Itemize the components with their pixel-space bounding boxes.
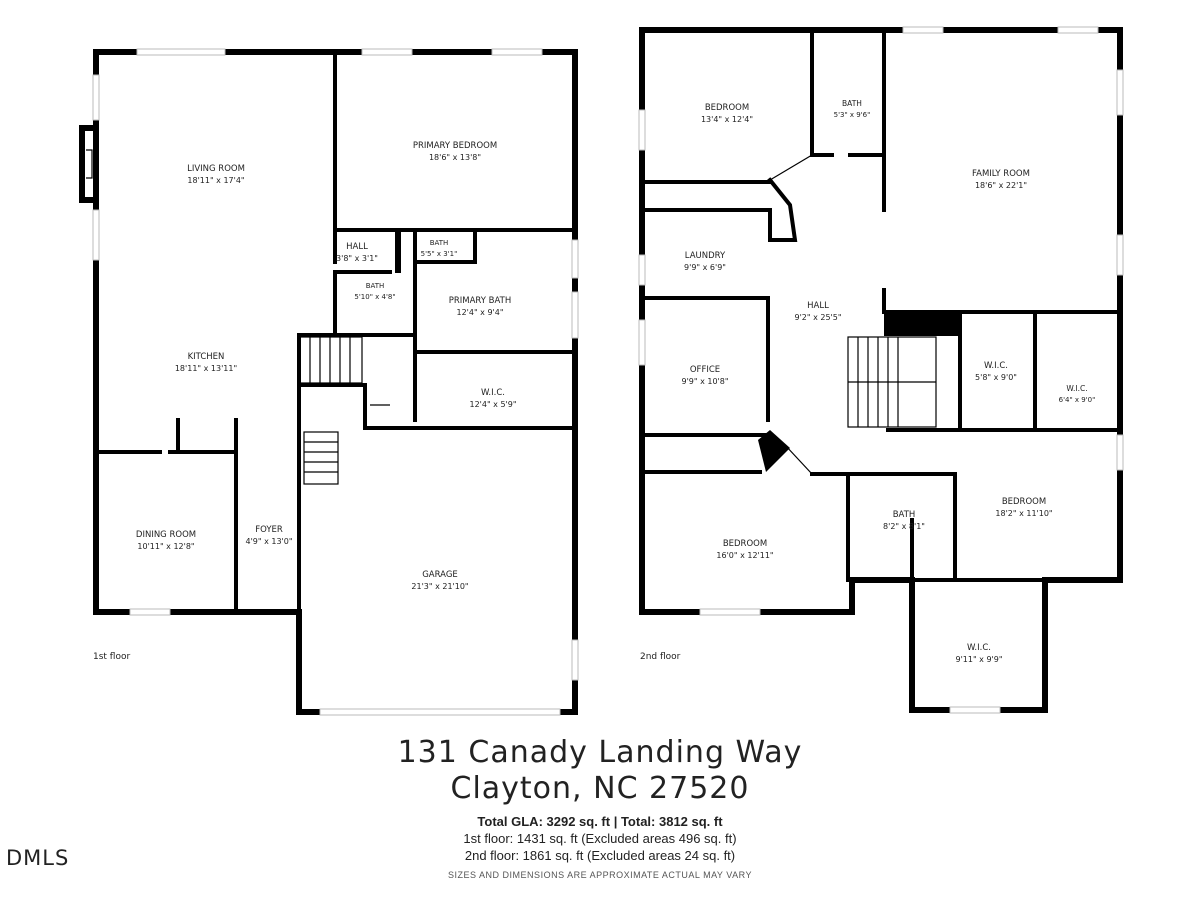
wic-s-dims: 9'11" x 9'9" xyxy=(955,655,1002,664)
address-line-1: 131 Canady Landing Way xyxy=(397,735,803,770)
window xyxy=(136,48,226,56)
garage-name: GARAGE xyxy=(422,570,458,580)
foyer-dims: 4'9" x 13'0" xyxy=(245,537,292,546)
kitchen-dims: 18'11" x 13'11" xyxy=(175,364,237,373)
window xyxy=(1057,26,1099,34)
foyer-name: FOYER xyxy=(255,525,283,535)
window xyxy=(491,48,543,56)
fireplace xyxy=(79,125,99,203)
bath-n-name: BATH xyxy=(842,99,862,108)
first-floor-plan: LIVING ROOM 18'11" x 17'4" PRIMARY BEDRO… xyxy=(79,48,579,716)
second-floor-area: 2nd floor: 1861 sq. ft (Excluded areas 2… xyxy=(464,848,736,863)
bedroom-nw-name: BEDROOM xyxy=(705,103,749,113)
window xyxy=(361,48,413,56)
hall-dims: 3'8" x 3'1" xyxy=(336,254,378,263)
hall-2-dims: 9'2" x 25'5" xyxy=(794,313,841,322)
primary-bedroom-name: PRIMARY BEDROOM xyxy=(413,141,497,151)
floor2-exterior-wall xyxy=(639,27,1123,713)
laundry-name: LAUNDRY xyxy=(685,251,726,261)
chase xyxy=(884,310,962,336)
window xyxy=(638,109,646,151)
window xyxy=(1116,69,1124,116)
window xyxy=(319,708,561,716)
window xyxy=(638,254,646,286)
window xyxy=(571,239,579,279)
bedroom-e-dims: 18'2" x 11'10" xyxy=(995,509,1052,518)
bath-n-dims: 5'3" x 9'6" xyxy=(834,111,871,119)
laundry-dims: 9'9" x 6'9" xyxy=(684,263,726,272)
hall-2-name: HALL xyxy=(807,301,829,311)
window xyxy=(638,319,646,366)
office-name: OFFICE xyxy=(690,365,720,375)
window xyxy=(571,639,579,681)
wic-a-name: W.I.C. xyxy=(984,361,1008,371)
primary-bedroom-dims: 18'6" x 13'8" xyxy=(429,153,481,162)
bath-s-name: BATH xyxy=(893,510,916,520)
dining-room-name: DINING ROOM xyxy=(136,530,196,540)
living-room-name: LIVING ROOM xyxy=(187,164,245,174)
first-floor-area: 1st floor: 1431 sq. ft (Excluded areas 4… xyxy=(463,831,737,846)
garage-dims: 21'3" x 21'10" xyxy=(411,582,468,591)
bath-s-dims: 8'2" x 8'1" xyxy=(883,522,925,531)
kitchen-name: KITCHEN xyxy=(188,352,225,362)
bath2-dims: 5'10" x 4'8" xyxy=(354,293,395,301)
window xyxy=(129,608,171,616)
wic-name: W.I.C. xyxy=(481,388,505,398)
window xyxy=(571,291,579,339)
column xyxy=(758,430,790,472)
family-room-name: FAMILY ROOM xyxy=(972,169,1030,179)
second-floor-label: 2nd floor xyxy=(640,652,681,662)
bedroom-sw-dims: 16'0" x 12'11" xyxy=(716,551,773,560)
window xyxy=(949,706,1001,714)
primary-bath-name: PRIMARY BATH xyxy=(449,296,512,306)
office-dims: 9'9" x 10'8" xyxy=(681,377,728,386)
window xyxy=(1116,234,1124,276)
window xyxy=(92,74,100,121)
window xyxy=(902,26,944,34)
second-floor-plan: BEDROOM 13'4" x 12'4" BATH 5'3" x 9'6" F… xyxy=(638,26,1124,714)
bedroom-sw-name: BEDROOM xyxy=(723,539,767,549)
total-gla: Total GLA: 3292 sq. ft | Total: 3812 sq.… xyxy=(477,814,723,829)
wic-dims: 12'4" x 5'9" xyxy=(469,400,516,409)
listing-footer: 131 Canady Landing Way Clayton, NC 27520… xyxy=(0,735,1200,880)
bedroom-e-name: BEDROOM xyxy=(1002,497,1046,507)
dmls-logo: DMLS xyxy=(6,846,70,870)
disclaimer: SIZES AND DIMENSIONS ARE APPROXIMATE ACT… xyxy=(448,870,752,880)
wic-s-name: W.I.C. xyxy=(967,643,991,653)
bath2-name: BATH xyxy=(366,282,385,290)
primary-bath-dims: 12'4" x 9'4" xyxy=(456,308,503,317)
stairs xyxy=(299,336,390,485)
dining-room-dims: 10'11" x 12'8" xyxy=(137,542,194,551)
window xyxy=(92,209,100,261)
wic-b-name: W.I.C. xyxy=(1066,384,1087,393)
living-room-dims: 18'11" x 17'4" xyxy=(187,176,244,185)
hall-name: HALL xyxy=(346,242,368,252)
address-line-2: Clayton, NC 27520 xyxy=(450,771,750,806)
window xyxy=(1116,434,1124,471)
bedroom-nw-dims: 13'4" x 12'4" xyxy=(701,115,753,124)
floor1-exterior-wall xyxy=(93,49,578,715)
first-floor-label: 1st floor xyxy=(93,652,130,662)
window xyxy=(699,608,761,616)
wic-b-dims: 6'4" x 9'0" xyxy=(1059,396,1096,404)
bath-small-dims: 5'5" x 3'1" xyxy=(421,250,458,258)
stairs xyxy=(847,336,937,428)
wic-a-dims: 5'8" x 9'0" xyxy=(975,373,1017,382)
family-room-dims: 18'6" x 22'1" xyxy=(975,181,1027,190)
bath-small-name: BATH xyxy=(430,239,449,247)
